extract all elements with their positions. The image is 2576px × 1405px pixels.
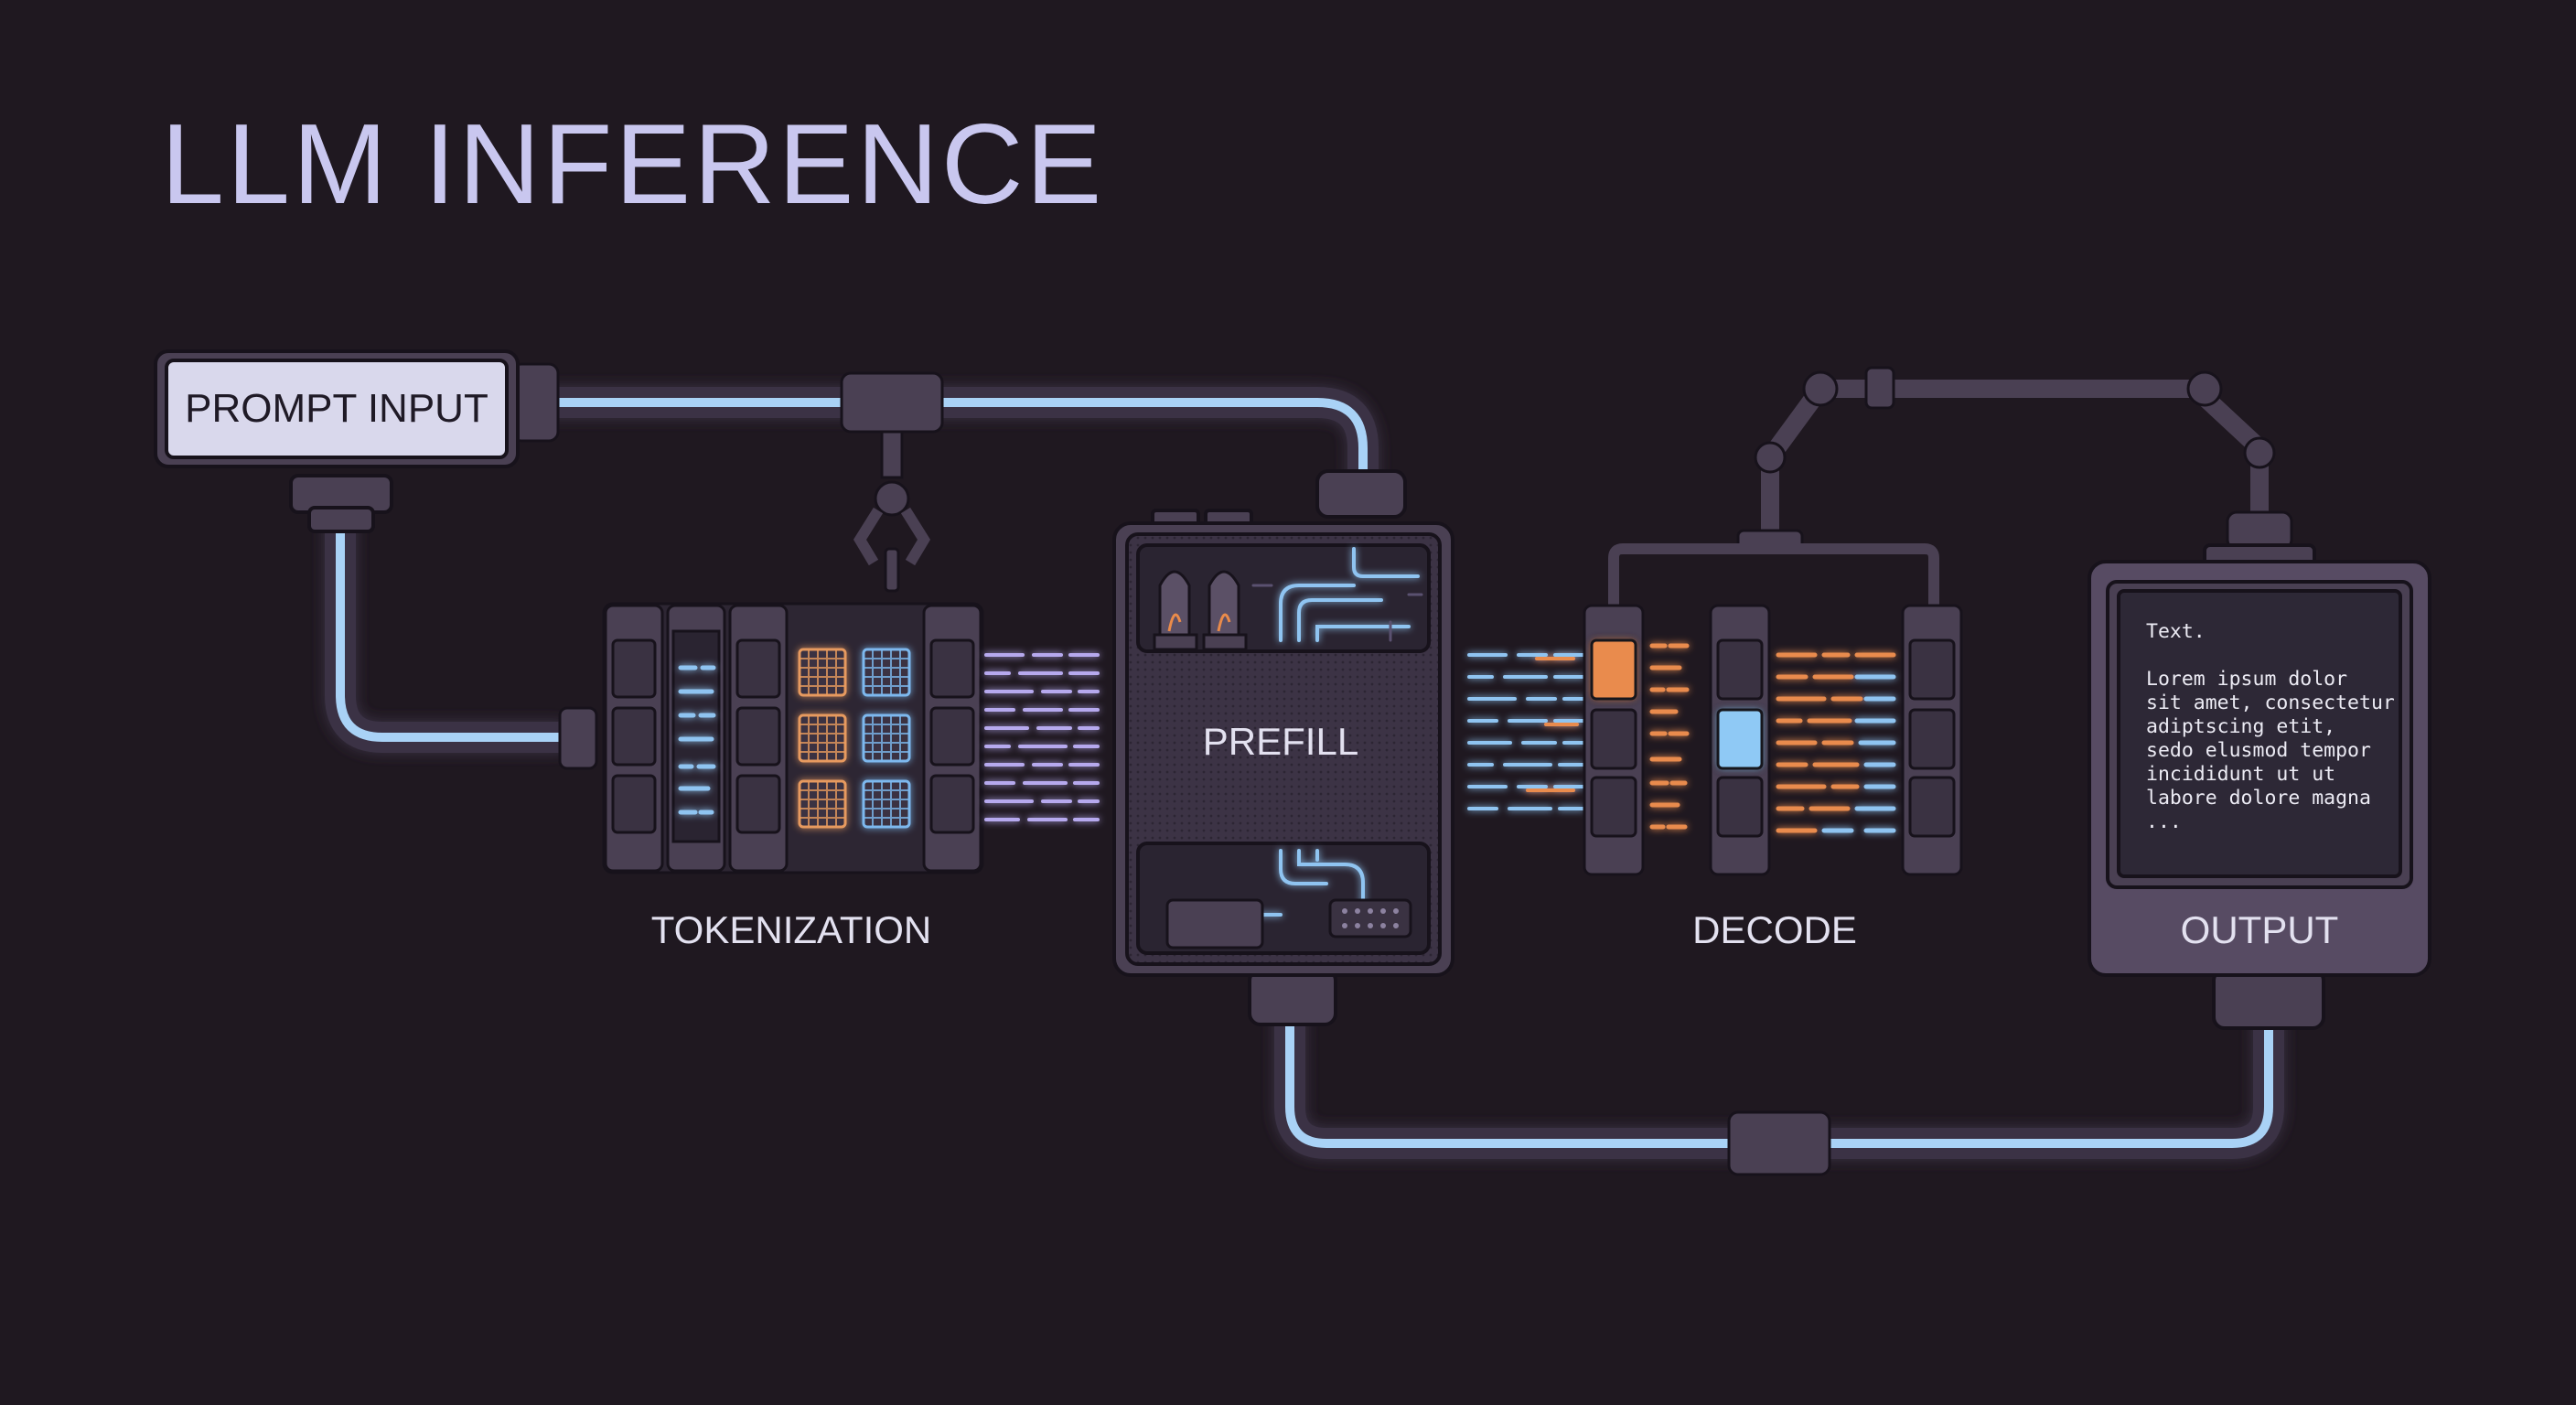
- output-screen-line: labore dolore magna: [2146, 787, 2371, 810]
- output-screen-line: sit amet, consectetur: [2146, 692, 2395, 714]
- prefill-label: PREFILL: [1202, 720, 1359, 763]
- output-screen-line: sedo elusmod tempor: [2146, 739, 2371, 762]
- token-dashes: [678, 665, 716, 815]
- output-screen-line: ...: [2146, 810, 2182, 833]
- prompt-input-box: [154, 349, 520, 533]
- claw-icon: [853, 430, 931, 593]
- prefill-machine: [1112, 469, 1454, 1026]
- pipe-prompt-to-tokenization: [325, 497, 574, 753]
- output-screen-spacer: [2146, 644, 2384, 668]
- data-stream-to-prefill: [984, 653, 1100, 821]
- decode-label: DECODE: [1692, 908, 1857, 951]
- prompt-input-label: PROMPT INPUT: [185, 386, 488, 431]
- output-screen-text: Text. Lorem ipsum dolor sit amet, consec…: [2146, 620, 2395, 834]
- tokenization-label: TOKENIZATION: [650, 908, 932, 951]
- robot-arm-icon: [1736, 366, 2293, 551]
- decode-token-streams: [1649, 643, 1896, 833]
- pipe-prompt-to-prefill: [533, 387, 1379, 491]
- output-machine: [2088, 543, 2431, 1030]
- chip-icons: [1165, 898, 1412, 949]
- output-screen-line: incididunt ut ut: [2146, 763, 2336, 786]
- output-screen-line: adiptscing etit,: [2146, 715, 2336, 738]
- output-label: OUTPUT: [2180, 908, 2339, 951]
- circuit-traces: [1242, 547, 1423, 917]
- vacuum-tube-icons: [1153, 570, 1248, 651]
- pipe-joints: [510, 362, 1831, 1176]
- token-grids: [798, 648, 911, 829]
- output-screen-line: Lorem ipsum dolor: [2146, 668, 2348, 691]
- output-screen-heading: Text.: [2146, 620, 2206, 643]
- tokenization-machine: [602, 602, 984, 874]
- page-title: LLM INFERENCE: [161, 102, 1105, 228]
- data-stream-to-decode: [1467, 653, 1584, 810]
- decode-machine: [1583, 543, 1963, 876]
